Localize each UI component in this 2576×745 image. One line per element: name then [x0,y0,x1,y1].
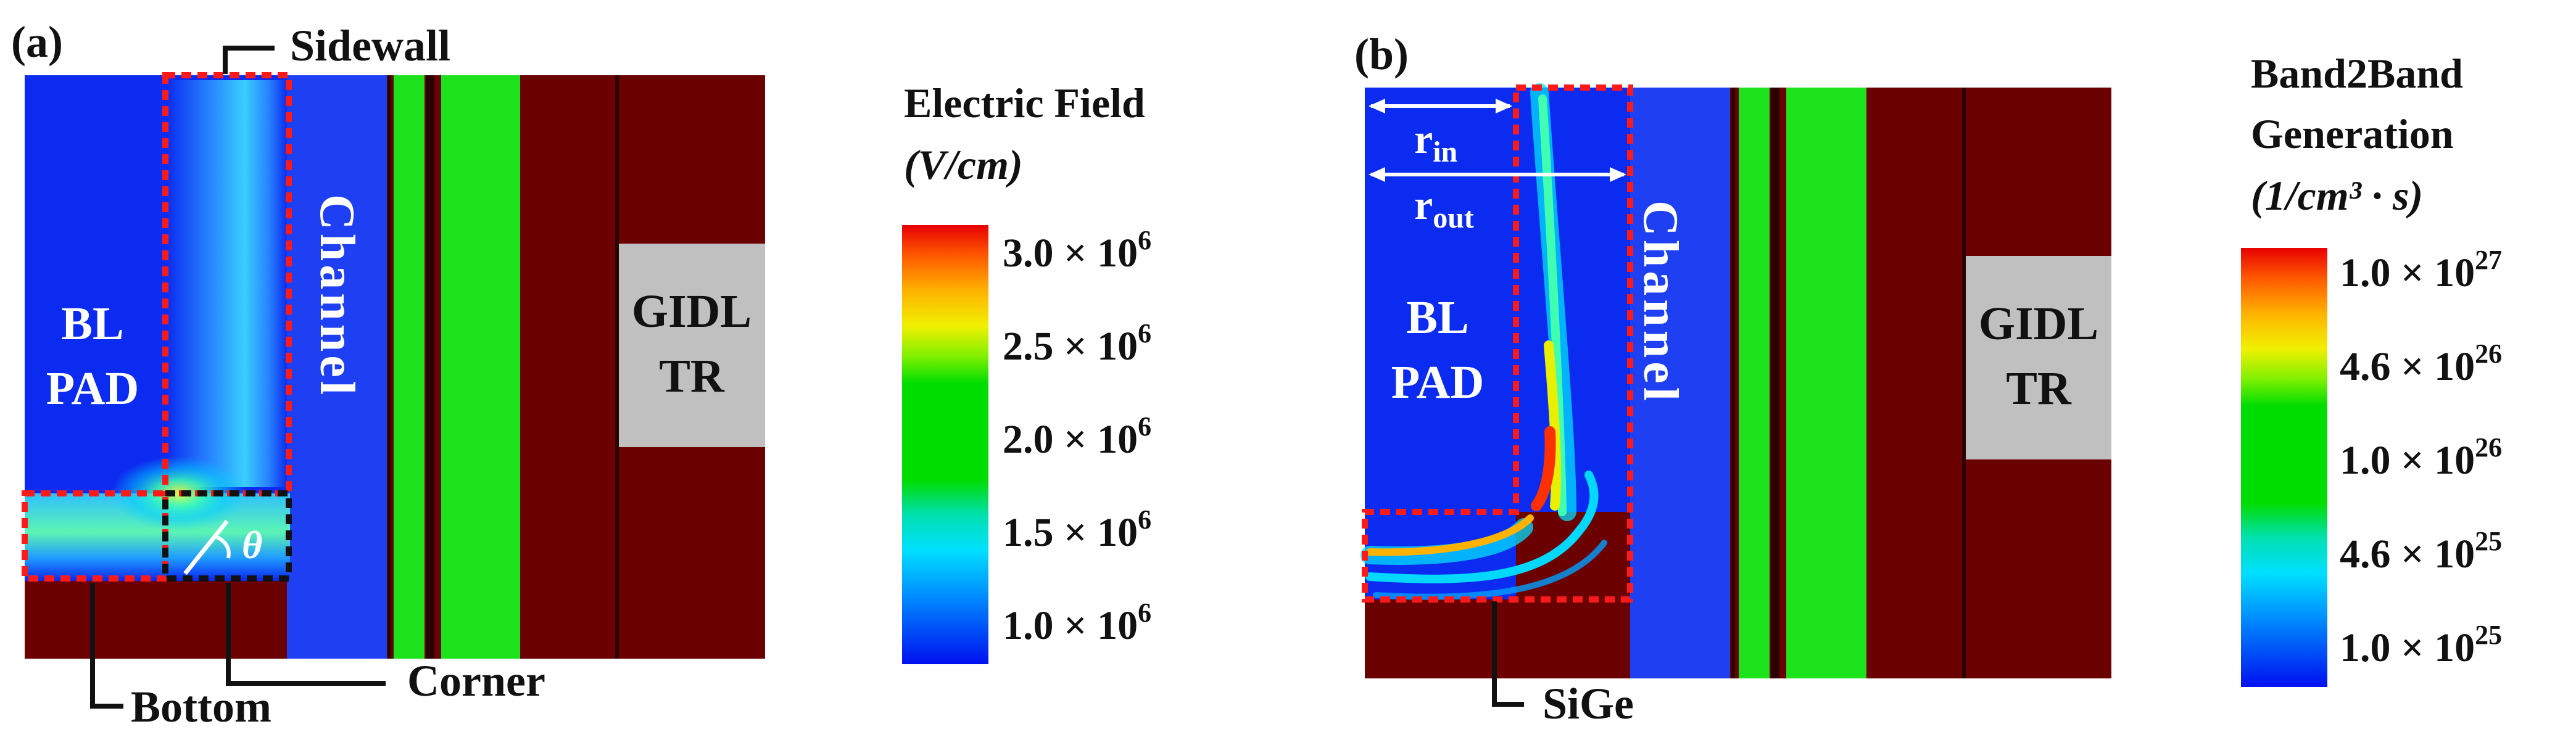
corner-callout-line [226,583,386,686]
r-in-label: rin [1414,115,1457,168]
colorbar-b-tick-label-2: 1.0 × 1026 [2340,432,2502,483]
divider-line-a-3 [615,75,619,659]
bl-label-a: BL [61,298,123,350]
corner-box-a [162,490,292,582]
theta-label-a: θ [242,523,262,567]
colorbar-b-ticks: 1.0 × 1027 4.6 × 1026 1.0 × 1026 4.6 × 1025… [2340,245,2502,670]
sidewall-callout: Sidewall [290,21,450,70]
bottom-callout: Bottom [131,682,271,731]
divider-line-a-1 [387,75,391,659]
colorbar-a-tick-label-1: 2.5 × 106 [1003,318,1151,369]
green-layer-a-2 [441,75,520,659]
r-in-arrow-head-right [1496,99,1512,113]
r-out-arrow-head-right [1610,167,1626,182]
tr-label-b: TR [2006,363,2072,414]
colorbar-b: Band2Band Generation (1/cm³ · s) 1.0 × 1… [2241,50,2502,687]
divider-line-b-1 [1731,88,1735,678]
colorbar-b-tick-label-0: 1.0 × 1027 [2340,245,2502,295]
divider-line-b-2 [1771,88,1779,678]
colorbar-a-ticks: 3.0 × 106 2.5 × 106 2.0 × 106 1.5 × 106 1.0 … [1003,225,1151,648]
theta-arc-a [215,535,231,559]
generation-field-b [1360,83,1607,600]
bottom-callout-line [90,583,123,709]
gidl-label-b: GIDL [1979,298,2098,350]
sige-outline-b [1362,84,1633,603]
colorbar-a-tick-label-4: 1.0 × 106 [1003,598,1151,648]
sidewall-box-a [162,72,292,496]
panel-b-label: (b) [1354,30,1409,79]
colorbar-a-bar [902,225,988,664]
colorbar-a: Electric Field (V/cm) 3.0 × 106 2.5 × 106… [902,80,1151,664]
colorbar-b-tick-label-4: 1.0 × 1025 [2340,620,2502,670]
colorbar-a-title-1: Electric Field [904,80,1145,126]
gidl-label-a: GIDL [632,286,752,337]
colorbar-b-tick-label-3: 4.6 × 1025 [2340,526,2502,577]
theta-line-a [183,519,229,575]
sige-callout-line [1492,601,1524,707]
r-out-label: rout [1414,181,1474,234]
r-in-arrow-head-left [1369,99,1385,113]
gidl-tr-region-a [619,244,765,447]
tr-label-a: TR [659,350,725,402]
colorbar-b-title-3: (1/cm³ · s) [2251,172,2423,219]
green-layer-b-1 [1739,88,1770,678]
channel-region-a [287,75,387,659]
sige-callout: SiGe [1543,679,1634,728]
colorbar-a-tick-label-3: 1.5 × 106 [1003,504,1151,555]
colorbar-b-title-2: Generation [2251,110,2454,157]
colorbar-b-bar [2241,248,2327,687]
divider-line-b-3 [1962,88,1966,678]
gidl-tr-region-b [1966,256,2111,459]
channel-label-a: Channel [310,194,364,398]
corner-callout: Corner [407,656,545,706]
green-layer-b-2 [1786,88,1866,678]
colorbar-a-tick-label-0: 3.0 × 106 [1003,225,1151,276]
pad-label-a: PAD [46,363,139,414]
colorbar-b-title-1: Band2Band [2251,50,2463,97]
channel-region-b [1630,88,1730,678]
bl-label-b: BL [1406,292,1468,344]
colorbar-a-tick-label-2: 2.0 × 106 [1003,411,1151,462]
sidewall-field-a [167,80,287,487]
panel-a-label: (a) [11,17,63,67]
colorbar-a-title-2: (V/cm) [904,141,1023,188]
panel-b: (b) rin rout [1354,30,2111,728]
pad-label-b: PAD [1391,356,1485,408]
panel-a: (a) θ BL PAD Channel GIDL TR Sidewall [11,17,765,731]
green-layer-a-1 [394,75,425,659]
channel-label-b: Channel [1633,200,1688,405]
r-out-arrow-head-left [1369,167,1385,182]
sidewall-callout-line [223,46,275,74]
colorbar-b-tick-label-1: 4.6 × 1026 [2340,339,2502,389]
divider-line-a-2 [426,75,434,659]
